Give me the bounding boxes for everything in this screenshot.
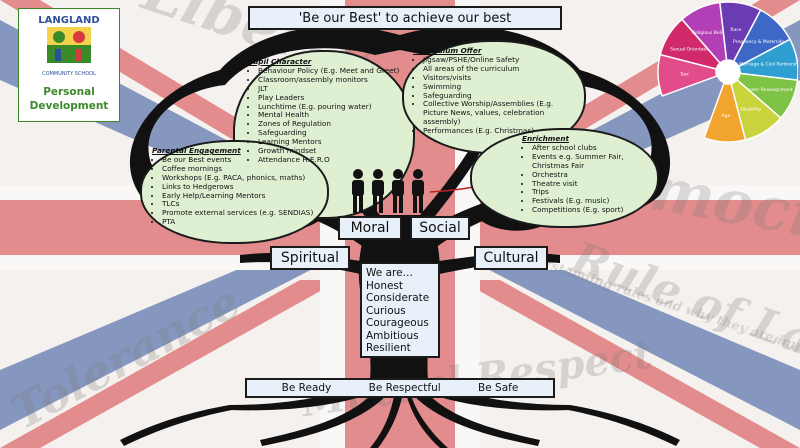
list-item: Coffee mornings	[162, 164, 320, 174]
value-item: Honest	[366, 279, 404, 292]
label-cultural: Cultural	[474, 246, 548, 270]
parental-engagement-title: Parental Engagement	[152, 146, 241, 155]
values-heading: We are…	[366, 267, 414, 279]
list-item: Attendance H.E.R.O	[258, 155, 408, 165]
list-item: Trips	[532, 188, 650, 197]
wheel-segment-label: Race	[730, 27, 741, 33]
list-item: Zones of Regulation	[258, 119, 408, 129]
curriculum-offer-title: Curriculum Offer	[413, 46, 482, 55]
wheel-segment-label: Age	[722, 113, 731, 119]
curriculum-offer-list: Curriculum Offer Jigsaw/PSHE/Online Safe…	[413, 46, 573, 136]
rule-be-safe: Be Safe	[478, 382, 519, 394]
list-item: Lunchtime (E.g. pouring water)	[258, 102, 408, 112]
list-item: Jigsaw/PSHE/Online Safety	[423, 55, 573, 65]
list-item: All areas of the curriculum	[423, 64, 573, 74]
enrichment-list: Enrichment After school clubs Events e.g…	[522, 134, 650, 215]
wheel-segment-label: Pregnancy & Maternity	[733, 39, 785, 45]
rule-be-respectful: Be Respectful	[368, 382, 441, 394]
value-item: Considerate	[366, 292, 430, 304]
parental-engagement-list: Parental Engagement Be our Best events C…	[152, 146, 320, 227]
list-item: Promote external services (e.g. SENDIAS)	[162, 208, 320, 218]
list-item: Theatre visit	[532, 179, 650, 189]
list-item: Visitors/visits	[423, 73, 573, 83]
cloud-parental-engagement	[140, 140, 329, 244]
list-item: Collective Worship/Assemblies (E.g. Pict…	[423, 100, 573, 127]
label-social: Social	[410, 216, 470, 240]
panel-title: Personal Development	[29, 86, 109, 112]
wheel-segment-label: Religious Beliefs	[692, 30, 729, 36]
list-item: Classroom/assembly monitors	[258, 75, 408, 85]
protected-characteristics-wheel: Sex Sexual Orientation Religious BeliefsRa…	[657, 1, 798, 143]
list-item: After school clubs	[532, 143, 650, 153]
logo-sub-text: COMMUNITY SCHOOL	[42, 71, 96, 77]
enrichment-title: Enrichment	[522, 134, 570, 143]
list-item: Swimming	[423, 82, 573, 92]
label-spiritual: Spiritual	[270, 246, 350, 270]
page-title: 'Be our Best' to achieve our best	[248, 6, 562, 30]
list-item: Be our Best events	[162, 155, 320, 165]
rules-bar: Be Ready Be Respectful Be Safe	[245, 378, 555, 398]
wheel-segment-label: Sexual Orientation	[670, 47, 712, 53]
pupil-character-title: Pupil Character	[248, 57, 312, 66]
list-item: Competitions (E.g. sport)	[532, 205, 650, 215]
wheel-segment-label: Sex	[681, 72, 690, 78]
pupil-character-list: Pupil Character Behaviour Policy (E.g. M…	[248, 57, 408, 165]
list-item: Orchestra	[532, 170, 650, 180]
values-box: We are… Honest Considerate Curious Coura…	[360, 262, 440, 358]
list-item: TLCs	[162, 200, 320, 209]
label-moral: Moral	[338, 216, 402, 240]
list-item: JLT	[258, 84, 408, 94]
list-item: Safeguarding	[258, 128, 408, 138]
logo-panel: LANGLAND COMMUNITY SCHOOL Personal Devel…	[18, 8, 120, 122]
wheel-segment-label: Disability	[740, 106, 761, 112]
list-item: Behaviour Policy (E.g. Meet and Greet)	[258, 66, 408, 76]
wheel-segment-label: Marriage & Civil Partnership	[739, 62, 798, 68]
school-logo: LANGLAND COMMUNITY SCHOOL	[38, 15, 99, 77]
people-icon	[352, 169, 424, 213]
rule-be-ready: Be Ready	[281, 382, 332, 394]
list-item: Events e.g. Summer Fair, Christmas Fair	[532, 152, 650, 171]
list-item: Workshops (E.g. PACA, phonics, maths)	[162, 173, 320, 183]
value-item: Ambitious	[366, 329, 419, 342]
list-item: Festivals (E.g. music)	[532, 196, 650, 206]
list-item: Links to Hedgerows	[162, 182, 320, 192]
logo-arc-text: LANGLAND	[38, 15, 99, 26]
cloud-enrichment	[470, 128, 659, 228]
value-item: Resilient	[366, 342, 411, 354]
list-item: Performances (E.g. Christmas)	[423, 126, 573, 136]
list-item: Play Leaders	[258, 93, 408, 103]
list-item: Mental Health	[258, 111, 408, 120]
list-item: Growth mindset	[258, 146, 408, 156]
value-item: Curious	[366, 304, 406, 317]
list-item: Safeguarding	[423, 91, 573, 101]
wheel-segment-label: Gender Reassignment	[743, 87, 793, 93]
list-item: Learning Mentors	[258, 137, 408, 147]
list-item: PTA	[162, 217, 320, 227]
list-item: Early Help/Learning Mentors	[162, 191, 320, 201]
value-item: Courageous	[366, 317, 429, 329]
